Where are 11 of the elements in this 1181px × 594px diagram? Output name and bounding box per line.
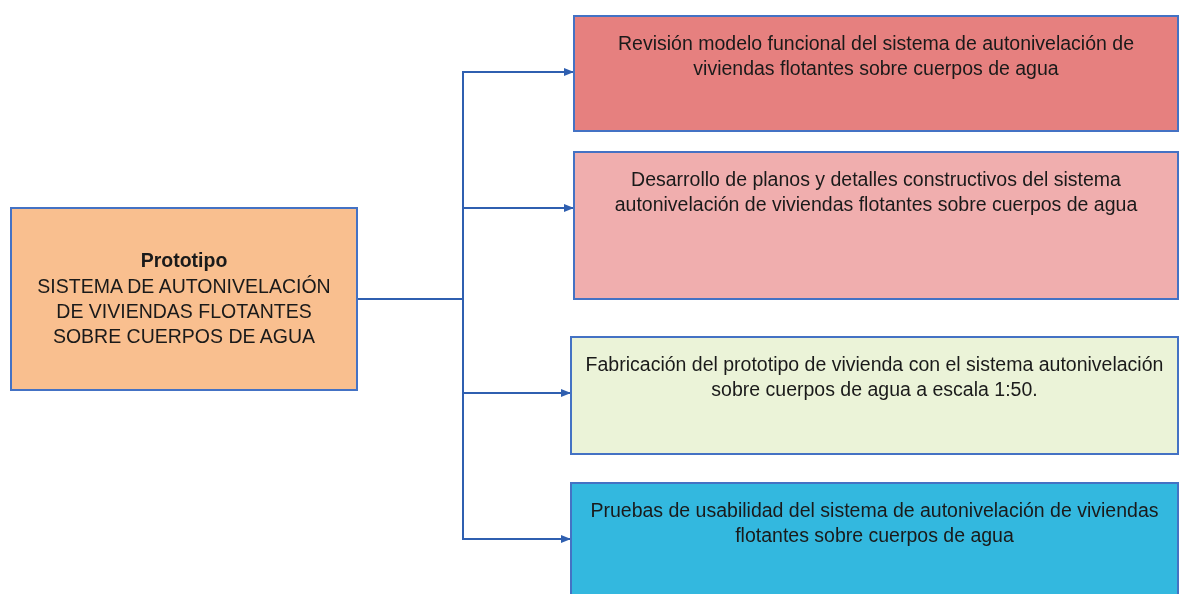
box-text: Desarrollo de planos y detalles constructivos del sistema autonivelación de viviendas flotantes sobre cuerpos de agua — [613, 167, 1139, 218]
box-text: Pruebas de usabilidad del sistema de autonivelación de viviendas flotantes sobre cuerpos de agua — [589, 498, 1160, 549]
process-box — [573, 15, 1179, 132]
process-box — [570, 336, 1179, 455]
process-box — [570, 482, 1179, 594]
box-text: SISTEMA DE AUTONIVELACIÓN DE VIVIENDAS FLOTANTES SOBRE CUERPOS DE AGUA — [36, 273, 332, 350]
box-text: Fabricación del prototipo de vivienda con el sistema autonivelación sobre cuerpos de agua a escala 1:50. — [584, 352, 1165, 403]
box-text: Revisión modelo funcional del sistema de autonivelación de viviendas flotantes sobre cuerpos de agua — [617, 31, 1135, 82]
process-box — [573, 151, 1179, 300]
process-box — [10, 207, 358, 391]
box-heading: Prototipo — [140, 248, 228, 274]
